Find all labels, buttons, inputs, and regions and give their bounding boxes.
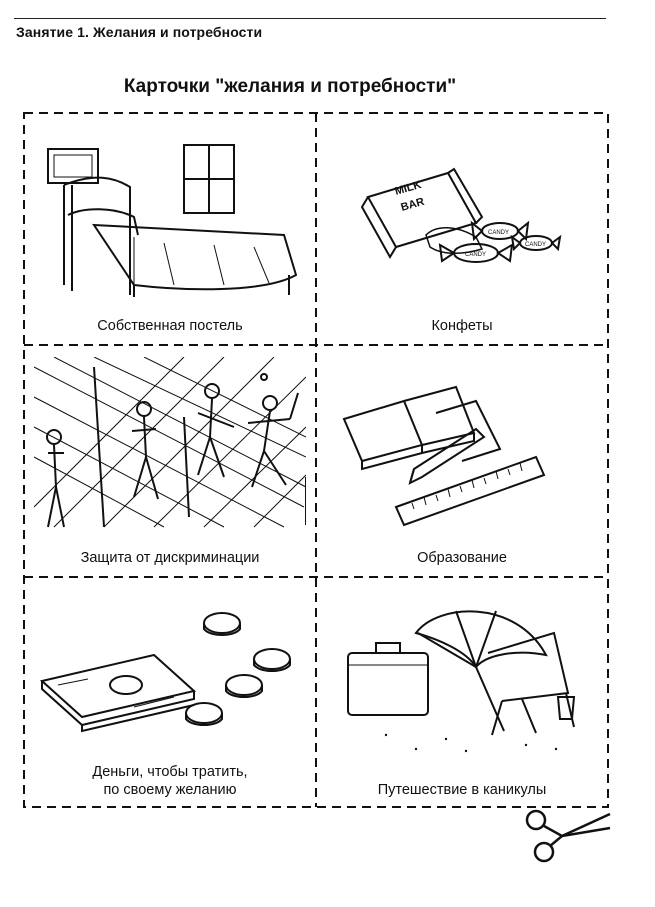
page-title: Карточки "желания и потребности" bbox=[123, 76, 457, 97]
card-vacation: Путешествие в каникулы bbox=[318, 579, 606, 807]
bed-icon bbox=[47, 144, 298, 297]
wrapper-text: CANDY bbox=[525, 242, 546, 248]
wrapper-text: BAR bbox=[400, 196, 426, 214]
scissors-icon bbox=[525, 809, 611, 863]
lesson-header: Занятие 1. Желания и потребности bbox=[16, 24, 263, 40]
card-caption: Образование bbox=[417, 550, 507, 566]
money-icon bbox=[39, 612, 291, 733]
card-candy: MILK BAR CANDY CANDY CANDY Конфеты bbox=[318, 115, 606, 343]
card-money: Деньги, чтобы тратить, по своему желанию bbox=[26, 579, 314, 807]
card-caption: Конфеты bbox=[431, 318, 493, 334]
wrapper-text: MILK bbox=[394, 179, 423, 198]
card-education: Образование bbox=[318, 347, 606, 575]
suitcase-umbrella-icon bbox=[347, 610, 576, 753]
children-fence-icon bbox=[34, 357, 306, 528]
top-rule bbox=[14, 18, 606, 19]
books-ruler-icon bbox=[342, 385, 546, 527]
wrapper-text: CANDY bbox=[488, 230, 509, 236]
card-caption: Путешествие в каникулы bbox=[377, 782, 547, 798]
card-discrimination: Защита от дискриминации bbox=[26, 347, 314, 575]
card-caption: Защита от дискриминации bbox=[80, 550, 260, 566]
card-bed: Собственная постель bbox=[26, 115, 314, 343]
card-caption: Деньги, чтобы тратить, по своему желанию bbox=[92, 764, 248, 798]
candy-icon: MILK BAR CANDY CANDY CANDY bbox=[360, 167, 562, 263]
card-caption: Собственная постель bbox=[97, 318, 243, 334]
wrapper-text: CANDY bbox=[465, 252, 486, 258]
